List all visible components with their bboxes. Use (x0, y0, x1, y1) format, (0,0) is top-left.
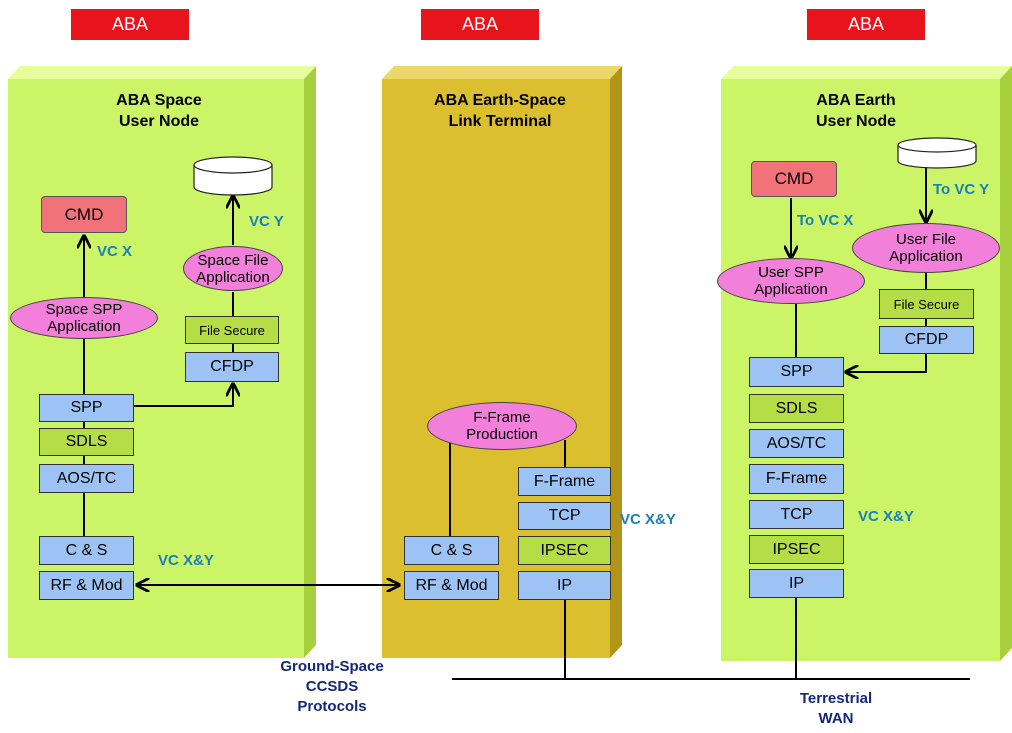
space-aos-tc-box: AOS/TC (39, 464, 134, 493)
space-node-title: ABA Space User Node (116, 92, 202, 130)
terminal-title: ABA Earth-Space Link Terminal (434, 92, 566, 130)
space-cfdp-box: CFDP (185, 352, 279, 382)
terminal-ip-box: IP (518, 571, 611, 600)
earth-tcp-box: TCP (749, 500, 844, 529)
earth-aos-tc-box: AOS/TC (749, 429, 844, 458)
earth-sdls-box: SDLS (749, 394, 844, 423)
terminal-fframe-box: F-Frame (518, 467, 611, 496)
earth-cmd-box: CMD (751, 161, 837, 197)
earth-ipsec-box: IPSEC (749, 535, 844, 564)
space-sdls-box: SDLS (39, 428, 134, 456)
terminal-ipsec-box: IPSEC (518, 536, 611, 565)
banner-terminal: ABA (421, 9, 539, 40)
earth-node-title: ABA Earth User Node (815, 92, 897, 130)
earth-vc-xy-label: VC X&Y (858, 508, 914, 525)
ground-space-protocols-label: Ground-Space CCSDS Protocols (280, 658, 384, 715)
terminal-cs-box: C & S (404, 536, 499, 565)
space-spp-box: SPP (39, 394, 134, 422)
earth-cfdp-box: CFDP (879, 326, 974, 354)
terminal-rf-mod-box: RF & Mod (404, 571, 499, 600)
space-cmd-box: CMD (41, 196, 127, 233)
earth-file-secure-box: File Secure (879, 289, 974, 319)
vc-y-label: VC Y (249, 213, 284, 230)
rf-link-vc-xy-label: VC X&Y (158, 552, 214, 569)
to-vc-y-label: To VC Y (933, 181, 990, 198)
terminal-tcp-box: TCP (518, 502, 611, 530)
banner-space: ABA (71, 9, 189, 40)
vc-x-label: VC X (97, 243, 133, 260)
space-storage-icon (193, 156, 273, 196)
earth-fframe-box: F-Frame (749, 464, 844, 494)
space-rf-mod-box: RF & Mod (39, 571, 134, 600)
terminal-vc-xy-label: VC X&Y (620, 511, 676, 528)
earth-ip-box: IP (749, 569, 844, 598)
banner-earth: ABA (807, 9, 925, 40)
earth-spp-box: SPP (749, 357, 844, 387)
to-vc-x-label: To VC X (797, 212, 854, 229)
space-file-secure-box: File Secure (185, 316, 279, 344)
terrestrial-wan-label: Terrestrial WAN (799, 690, 873, 727)
space-cs-box: C & S (39, 536, 134, 565)
earth-storage-icon (897, 137, 977, 169)
